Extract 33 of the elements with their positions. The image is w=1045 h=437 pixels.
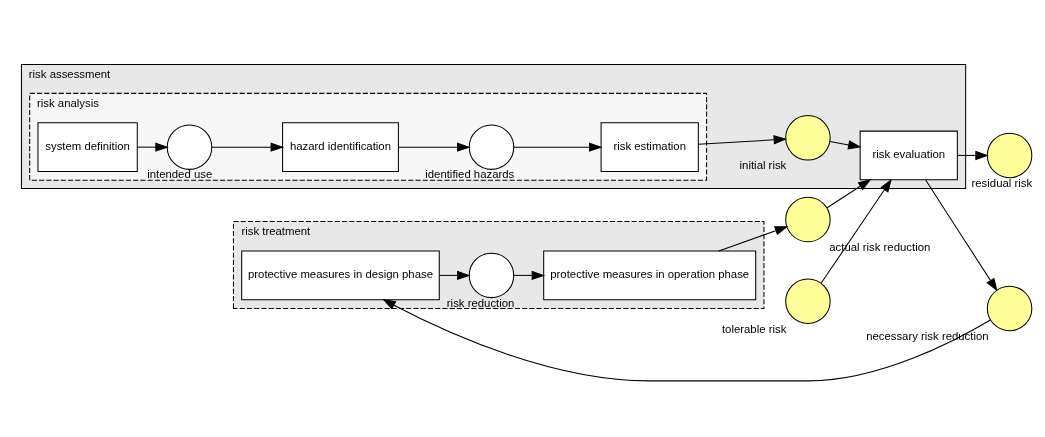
node-circle: [785, 115, 831, 161]
arrow: [382, 299, 991, 382]
node-box: risk estimation: [600, 122, 699, 172]
node-circle: [166, 124, 213, 170]
node-circle: [468, 124, 515, 170]
arrow: [829, 140, 862, 150]
arrow: [211, 142, 285, 152]
node-label: initial risk: [739, 159, 787, 172]
node-circle: [785, 196, 831, 243]
arrow: [513, 270, 546, 281]
arrow: [718, 226, 789, 252]
arrow: [820, 178, 892, 284]
node-circle: [986, 132, 1033, 179]
node-label: residual risk: [971, 176, 1033, 189]
node-circle: [468, 252, 515, 299]
node-circle: [986, 285, 1033, 332]
arrow: [826, 179, 872, 209]
arrow: [136, 142, 169, 152]
node-label: tolerable risk: [721, 322, 787, 335]
node-box: hazard identification: [282, 122, 399, 172]
node-label: identified hazards: [425, 168, 515, 181]
node-box: protective measures in design phase: [241, 250, 440, 301]
arrow: [513, 142, 603, 152]
node-box: system definition: [37, 122, 138, 172]
node-label: risk reduction: [446, 296, 515, 309]
node-box: protective measures in operation phase: [543, 250, 757, 301]
node-circle: [785, 278, 831, 324]
node-box: risk evaluation: [859, 130, 958, 181]
arrow: [956, 150, 989, 161]
arrow: [697, 135, 788, 145]
arrow: [925, 179, 998, 292]
node-label: intended use: [147, 168, 213, 181]
arrow: [398, 142, 471, 152]
